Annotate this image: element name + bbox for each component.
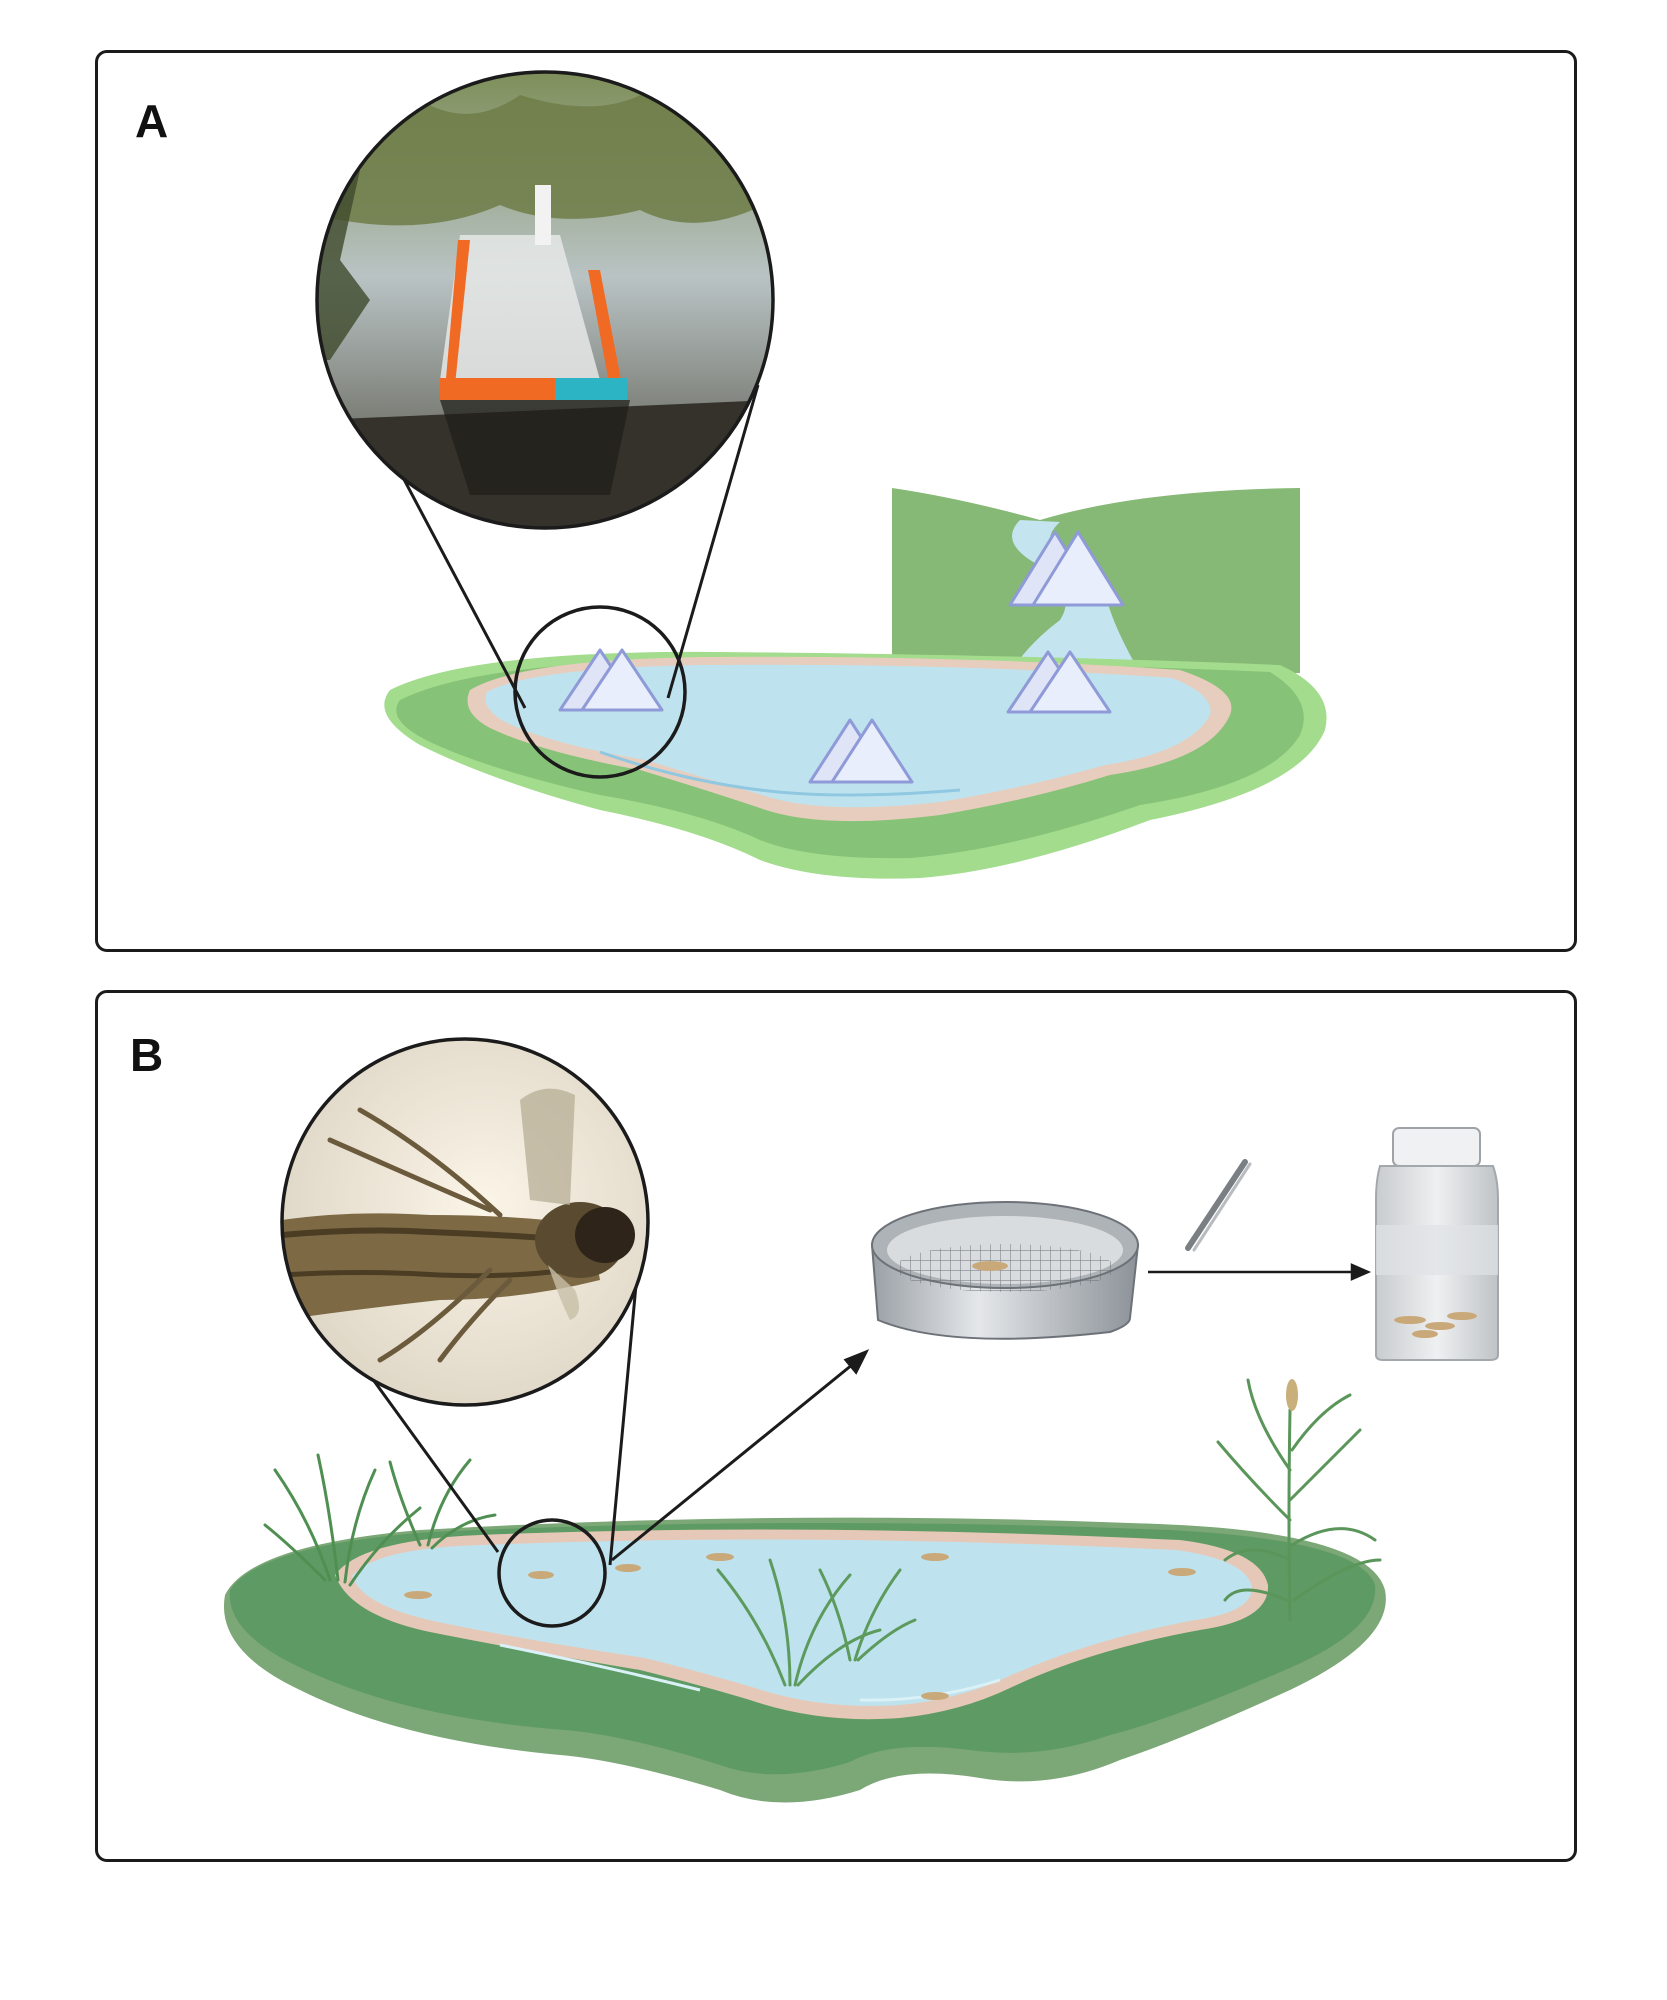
panel-label-a: A xyxy=(135,95,169,147)
process-arrow xyxy=(1148,1263,1372,1281)
sieve-icon xyxy=(870,1201,1140,1340)
exuvia-photo xyxy=(280,1037,650,1407)
panel-label-b: B xyxy=(130,1029,164,1081)
floating-emergence-trap-icon xyxy=(1008,530,1125,607)
exuvia-icon xyxy=(404,1553,1196,1700)
forceps-icon xyxy=(1185,1159,1252,1252)
reed-plant-icon xyxy=(263,1453,497,1587)
floating-emergence-trap-icon xyxy=(558,648,664,712)
sample-jar-icon xyxy=(1375,1127,1499,1361)
floating-emergence-trap-icon xyxy=(1006,650,1112,714)
reed-plant-icon xyxy=(716,1558,917,1687)
reed-plant-icon xyxy=(1216,1378,1382,1622)
pond-illustration xyxy=(223,1517,1386,1803)
emergence-trap-photo xyxy=(315,70,775,530)
process-arrow xyxy=(611,1349,870,1562)
floating-emergence-trap-icon xyxy=(808,718,914,784)
